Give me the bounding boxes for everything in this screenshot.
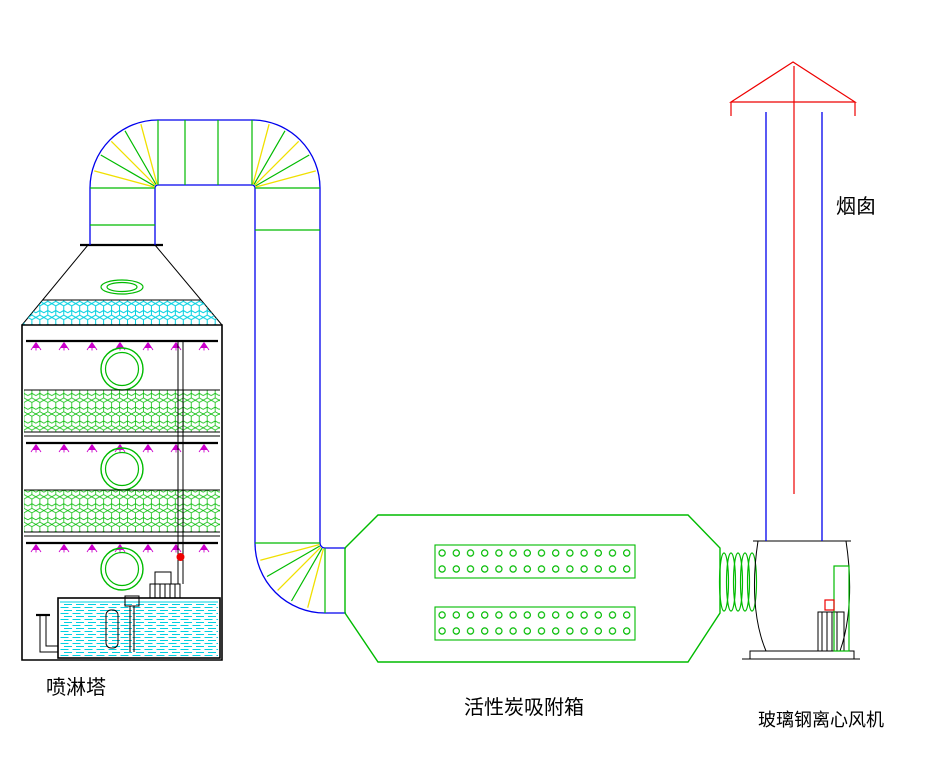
carbon-filter-plate-2	[434, 606, 636, 641]
chimney-label: 烟囱	[836, 195, 876, 218]
manhole-3	[100, 547, 144, 591]
spray-tower-label: 喷淋塔	[46, 676, 106, 699]
elbow-hatch-lines	[94, 124, 325, 608]
carbon-filter-plate-1	[434, 544, 636, 579]
packing-bed-1	[24, 389, 220, 437]
tower-hood	[21, 243, 223, 326]
valve-dot	[176, 553, 185, 561]
chimney	[728, 61, 858, 541]
water-tank	[57, 595, 221, 659]
demister-pad	[22, 299, 222, 325]
rain-cap	[728, 61, 858, 116]
centrifugal-fan	[742, 540, 860, 660]
fan-detail	[824, 599, 835, 611]
recirculation-pipe	[176, 341, 185, 584]
drain-pipe	[36, 613, 58, 653]
manhole-2	[100, 447, 144, 491]
manhole-1	[100, 347, 144, 391]
fan-belt-guard	[833, 565, 850, 652]
duct-segment-lines	[90, 120, 326, 613]
packing-bed-2	[24, 489, 220, 537]
flexible-connector	[718, 552, 758, 612]
level-gauge	[105, 609, 119, 649]
fan-label: 玻璃钢离心风机	[758, 710, 884, 730]
fan-motor	[817, 611, 845, 652]
spray-header-3	[26, 541, 218, 553]
spray-header-1	[26, 339, 218, 351]
adsorption-box-label: 活性炭吸附箱	[464, 696, 584, 719]
carbon-adsorption-box	[344, 514, 721, 663]
inlet-duct	[89, 119, 346, 614]
tower-body	[21, 324, 223, 661]
fan-base	[749, 650, 855, 660]
spray-header-2	[26, 441, 218, 453]
spray-tower	[21, 243, 223, 661]
circulation-pump	[149, 571, 181, 599]
